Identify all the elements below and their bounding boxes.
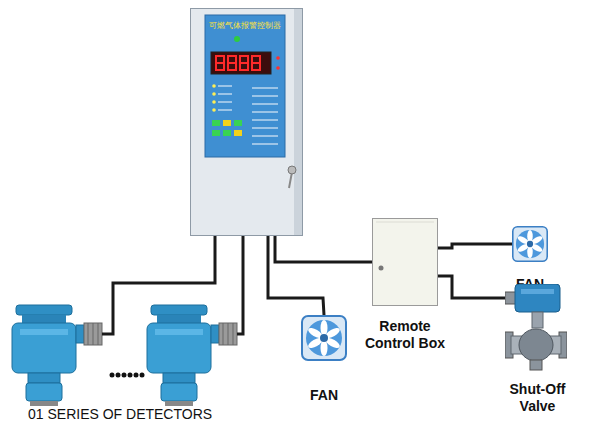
drawing-detail [116, 373, 121, 378]
drawing-detail [212, 108, 216, 112]
drawing-detail [516, 230, 543, 258]
drawing-detail [218, 93, 232, 94]
drawing-detail [252, 119, 278, 120]
drawing-detail [306, 320, 342, 356]
drawing-detail [252, 103, 278, 104]
drawing-detail [376, 222, 434, 223]
drawing-detail [252, 127, 278, 128]
controller-panel [190, 8, 303, 236]
drawing-detail [102, 300, 243, 334]
drawing-detail [102, 300, 113, 334]
valve-node: Shut-Off Valve [495, 284, 580, 414]
drawing-detail [216, 56, 224, 70]
drawing-detail [252, 95, 278, 96]
drawing-detail [373, 219, 438, 306]
drawing-detail [527, 230, 532, 243]
drawing-detail [515, 284, 560, 312]
drawing-detail [379, 266, 384, 271]
fan-icon [301, 315, 347, 361]
drawing-detail [211, 52, 271, 74]
drawing-detail [110, 373, 145, 378]
drawing-detail [307, 320, 342, 356]
drawing-detail [128, 373, 133, 378]
drawing-detail [527, 246, 532, 259]
wire-connector [242, 236, 245, 300]
drawing-detail [212, 130, 220, 136]
wire-connector [275, 236, 372, 262]
drawing-detail [527, 241, 533, 247]
detector-group-node: 01 SERIES OF DETECTORS [0, 300, 265, 439]
drawing-detail [147, 305, 237, 406]
drawing-detail [216, 56, 260, 70]
node-label: 01 SERIES OF DETECTORS [28, 406, 263, 423]
node-label: Shut-Off Valve [495, 381, 580, 415]
controller-panel-node: 可燃气体报警控制器 [190, 8, 303, 236]
drawing-detail [218, 101, 232, 102]
drawing-detail [240, 56, 248, 70]
wire-connector [438, 276, 505, 298]
drawing-detail [218, 109, 232, 110]
drawing-detail [212, 84, 216, 112]
drawing-detail [516, 230, 544, 258]
drawing-detail [212, 92, 216, 96]
drawing-detail [532, 312, 543, 328]
drawing-detail [276, 66, 280, 70]
drawing-detail [252, 143, 278, 144]
drawing-detail [294, 9, 302, 235]
fan-icon [512, 226, 548, 262]
drawing-detail [205, 15, 285, 157]
drawing-detail [234, 36, 240, 42]
drawing-detail [288, 166, 296, 174]
node-label: 可燃气体报警控制器 [205, 21, 285, 30]
drawing-detail [321, 320, 328, 336]
drawing-detail [191, 9, 303, 236]
drawing-detail [110, 373, 115, 378]
drawing-detail [140, 373, 145, 378]
drawing-detail [212, 84, 216, 88]
drawing-detail [302, 316, 346, 360]
wire-connector [113, 236, 215, 300]
drawing-detail [530, 360, 542, 370]
drawing-detail [234, 130, 242, 136]
drawing-detail [218, 86, 278, 144]
drawing-detail [252, 87, 278, 88]
node-label: Remote Control Box [355, 318, 455, 352]
drawing-detail [234, 120, 242, 126]
node-label: FAN [296, 387, 352, 404]
drawing-detail [223, 120, 231, 126]
drawing-detail [12, 305, 102, 406]
drawing-detail [252, 135, 278, 136]
drawing-detail [237, 300, 243, 334]
remote-box-node: Remote Control Box [355, 218, 455, 353]
drawing-detail [521, 289, 554, 294]
drawing-detail [276, 56, 280, 60]
drawing-detail [513, 227, 547, 261]
drawing-detail [212, 120, 220, 126]
fan-node: FAN [296, 315, 352, 410]
drawing-detail [519, 329, 553, 361]
wire-connector [438, 244, 512, 248]
drawing-detail [122, 373, 127, 378]
drawing-detail [218, 85, 232, 86]
drawing-detail [320, 334, 328, 342]
remote-box [372, 218, 438, 306]
drawing-detail [228, 56, 236, 70]
drawing-detail [134, 373, 139, 378]
drawing-detail [505, 292, 516, 304]
drawing-detail [212, 100, 216, 104]
drawing-detail [252, 56, 260, 70]
drawing-detail [252, 111, 278, 112]
drawing-detail [223, 130, 231, 136]
valve-icon [505, 284, 567, 379]
drawing-detail [321, 340, 328, 356]
